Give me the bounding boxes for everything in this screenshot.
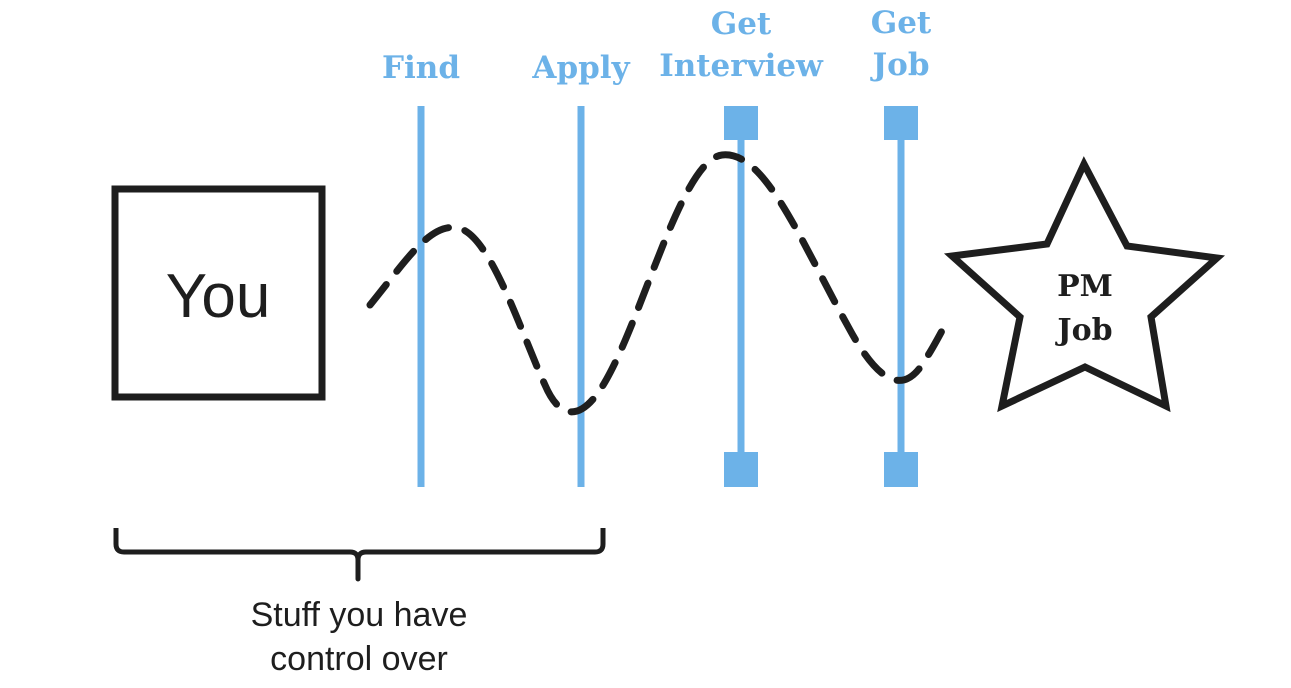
stage-cap-interview-top — [724, 106, 758, 140]
stage-label-get-interview-line2: Interview — [659, 48, 824, 84]
career-path-wave — [366, 151, 952, 416]
you-box — [111, 185, 326, 401]
control-note-line2: control over — [270, 640, 448, 678]
stage-cap-job-top — [884, 106, 918, 140]
stage-label-find: Find — [382, 50, 460, 86]
stage-cap-interview-bottom — [724, 452, 758, 487]
pm-job-star — [943, 156, 1226, 413]
control-brace — [113, 528, 606, 582]
goal-label-line1: PM — [1057, 269, 1113, 304]
goal-label-line2: Job — [1054, 313, 1112, 348]
you-label: You — [166, 262, 271, 331]
control-note-line1: Stuff you have — [251, 596, 468, 634]
stage-label-get-job-line1: Get — [871, 5, 932, 41]
stage-cap-job-bottom — [884, 452, 918, 487]
stage-label-get-job-line2: Job — [869, 47, 929, 83]
stage-label-apply: Apply — [531, 50, 630, 86]
stage-label-get-interview-line1: Get — [711, 6, 772, 42]
